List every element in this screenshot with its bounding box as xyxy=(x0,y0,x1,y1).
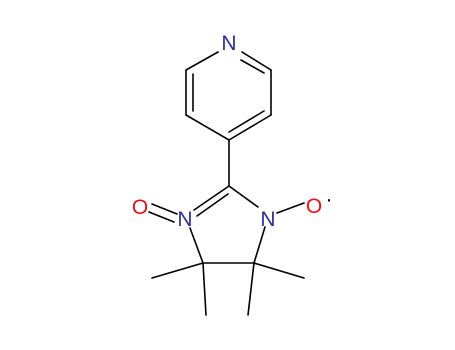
bond-methyl-c5-down xyxy=(247,262,255,316)
methyl-groups xyxy=(151,262,305,316)
radical-dot: · xyxy=(326,188,333,211)
pyridine-nitrogen-label: N xyxy=(221,32,236,55)
bond-n-o-radical xyxy=(276,202,305,214)
bond-n-right-c5 xyxy=(253,226,266,264)
bond-pyridine-c3-c4 xyxy=(185,114,230,141)
oxide-oxygen-label: O xyxy=(132,196,148,219)
bond-n-left-c4 xyxy=(189,227,204,264)
bond-n-o-upper xyxy=(151,203,178,215)
bond-c2-n-left-double xyxy=(196,193,229,217)
bond-methyl-c5-right xyxy=(253,262,305,279)
bond-pyridine-c5-c4-inner xyxy=(228,110,265,133)
bond-n-o-lower xyxy=(148,211,175,223)
imidazoline-ring xyxy=(189,185,266,264)
bond-methyl-c4-down xyxy=(202,262,207,316)
radical-oxygen-label: O xyxy=(306,195,322,218)
pyridine-ring xyxy=(185,51,272,141)
bond-pyridine-n-c6 xyxy=(241,51,272,71)
bond-c2-n-right xyxy=(228,185,259,208)
bond-methyl-c4-left xyxy=(151,262,204,279)
bond-pyridine-n-c6-inner xyxy=(240,59,265,74)
ring-nitrogen-left-label: N xyxy=(177,208,192,231)
bond-c2-n-left xyxy=(193,185,230,211)
bond-pyridine-c5-c4 xyxy=(228,114,272,141)
bond-pyridine-n-c2 xyxy=(185,51,219,71)
ring-nitrogen-right-label: N xyxy=(260,208,275,231)
n-oxide-bond xyxy=(148,203,178,223)
